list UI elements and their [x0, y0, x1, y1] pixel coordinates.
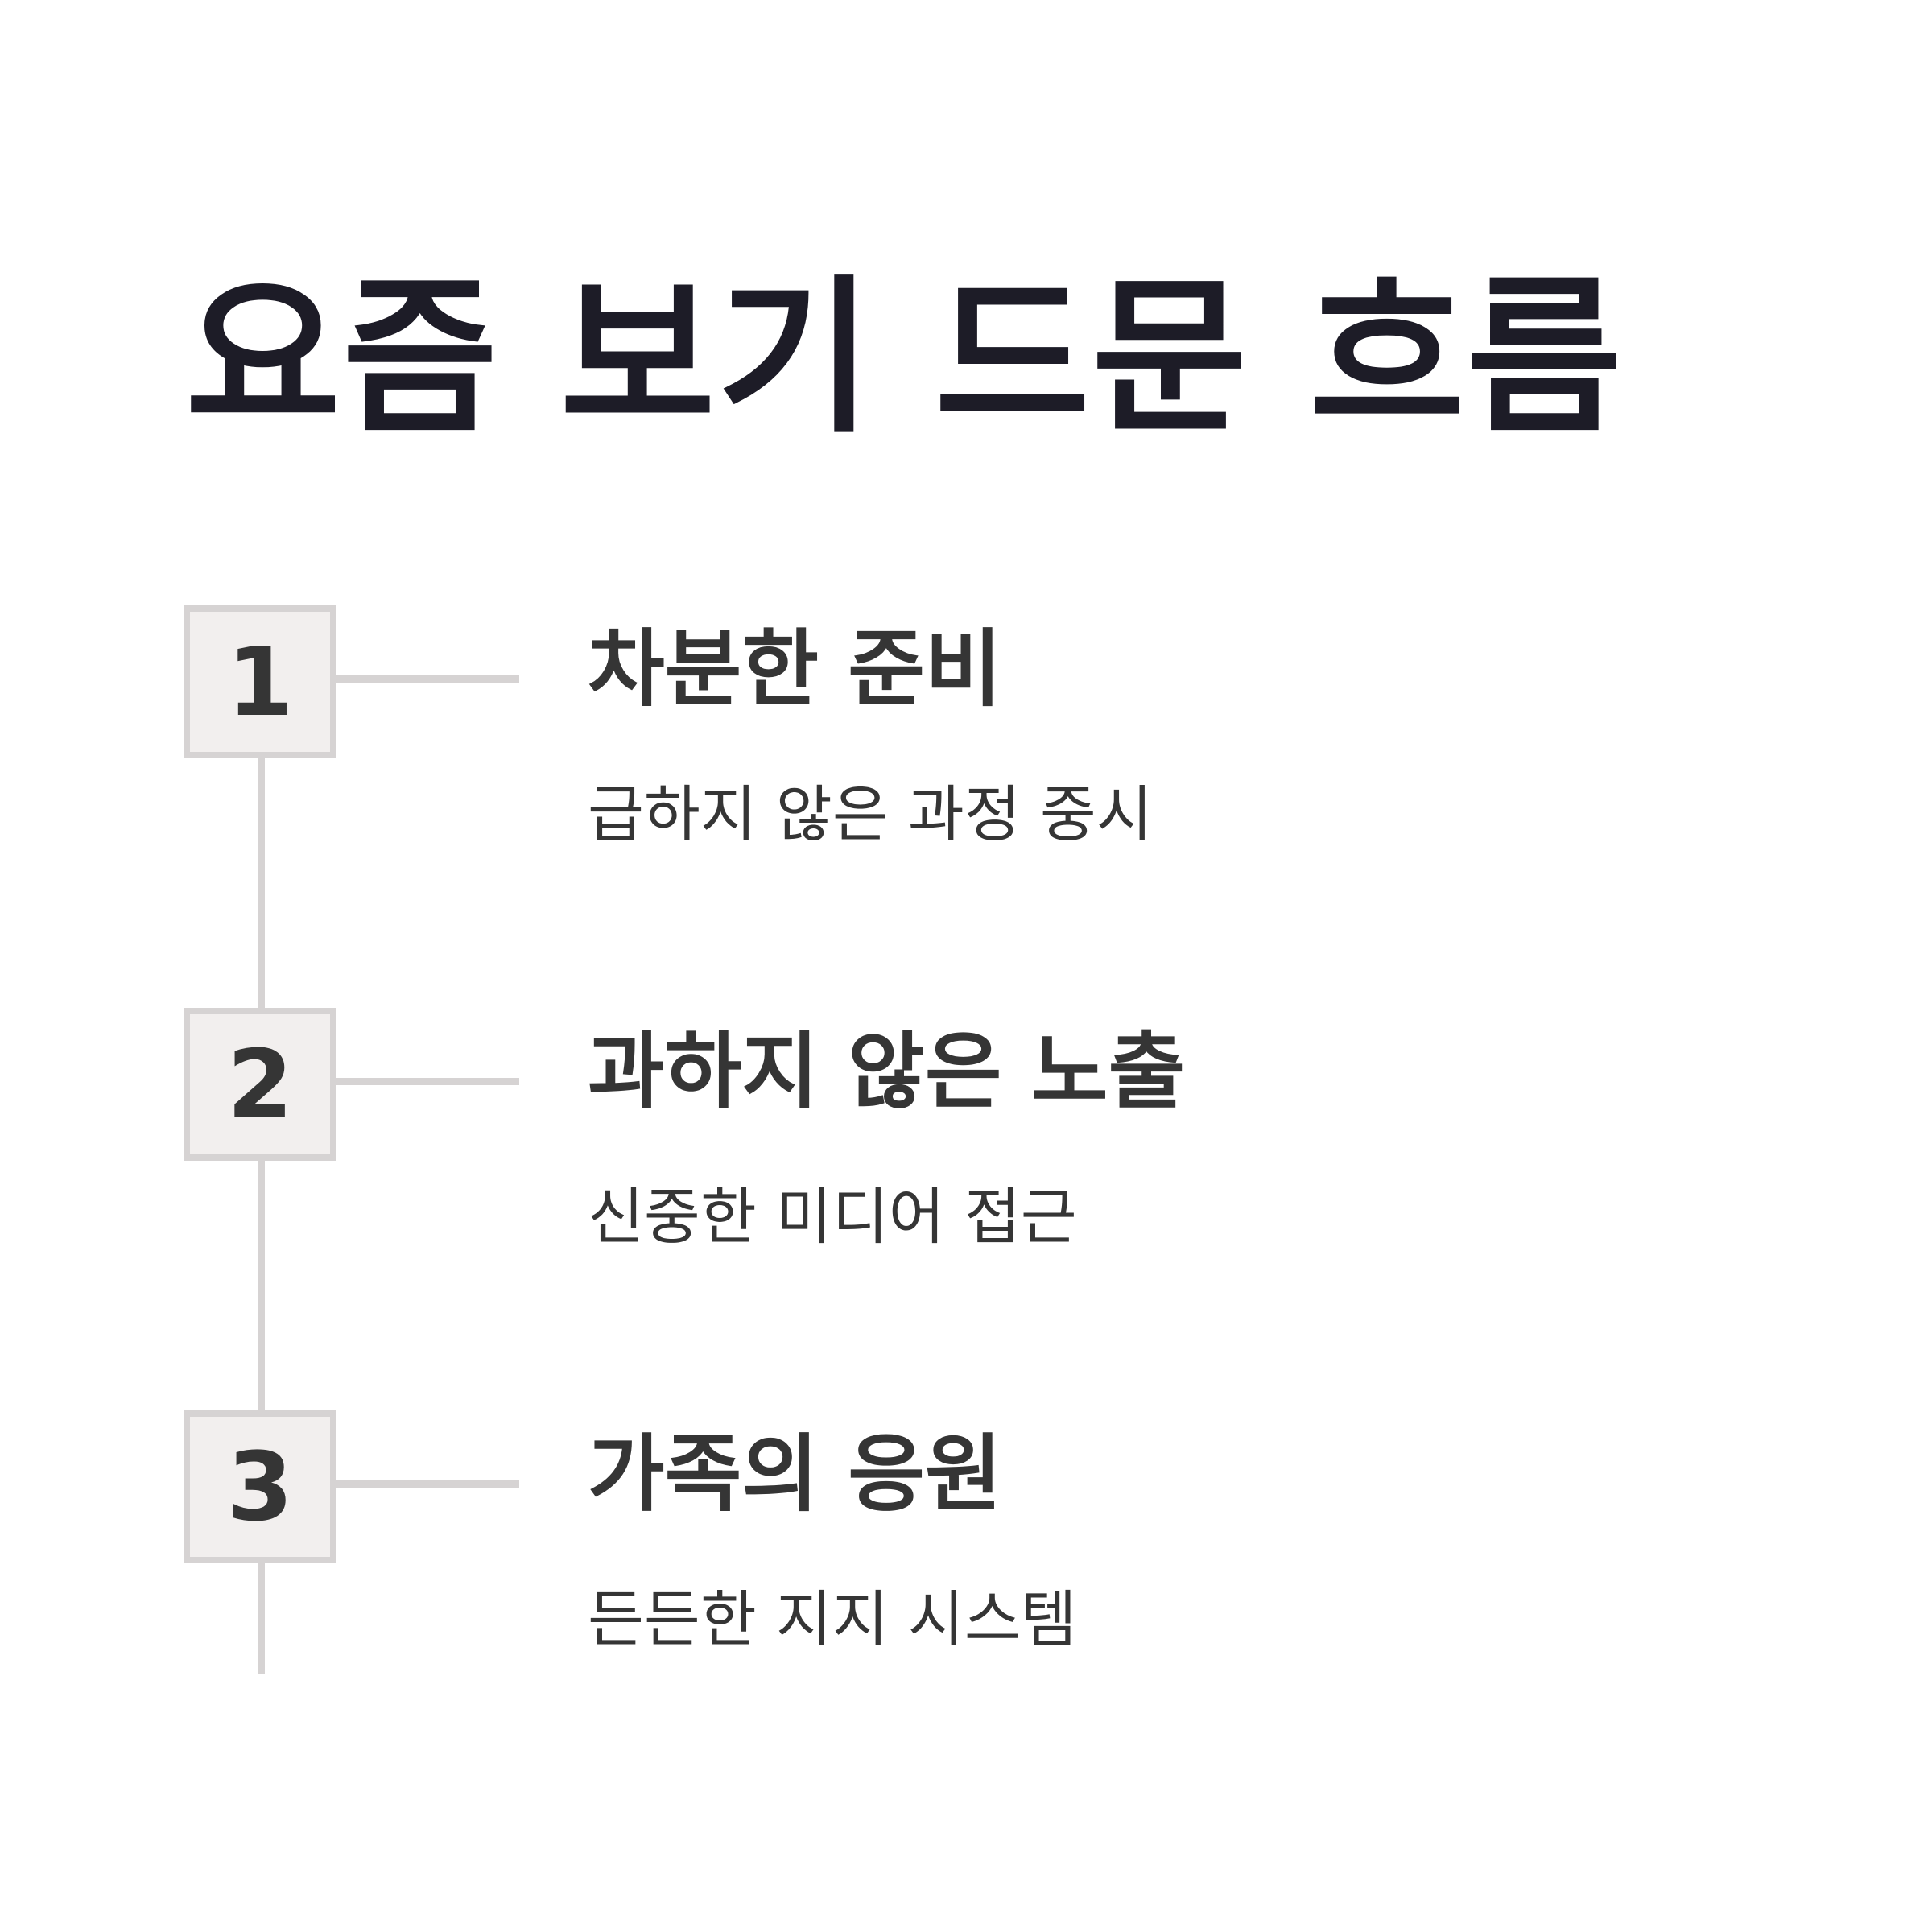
step-2: 2 과하지 않은 노출 신중한 미디어 접근 [0, 1008, 1932, 1250]
timeline-spine [258, 749, 265, 1674]
step-number: 3 [226, 1431, 294, 1542]
step-title: 차분한 준비 [588, 620, 1002, 718]
step-number: 2 [226, 1029, 294, 1140]
step-title: 과하지 않은 노출 [588, 1022, 1186, 1121]
step-connector-line [330, 1078, 519, 1085]
step-3: 3 가족의 응원 든든한 지지 시스템 [0, 1410, 1932, 1653]
step-description: 급하지 않은 과정 중시 [588, 778, 1153, 850]
page-title: 요즘 보기 드문 흐름 [185, 259, 1624, 456]
step-number: 1 [226, 626, 294, 737]
step-connector-line [330, 1480, 519, 1488]
step-title: 가족의 응원 [588, 1425, 1002, 1523]
step-number-box: 1 [184, 605, 336, 758]
step-number-box: 2 [184, 1008, 336, 1161]
step-connector-line [330, 675, 519, 683]
step-number-box: 3 [184, 1410, 336, 1563]
step-description: 든든한 지지 시스템 [588, 1583, 1077, 1655]
step-description: 신중한 미디어 접근 [588, 1181, 1077, 1253]
step-1: 1 차분한 준비 급하지 않은 과정 중시 [0, 605, 1932, 848]
